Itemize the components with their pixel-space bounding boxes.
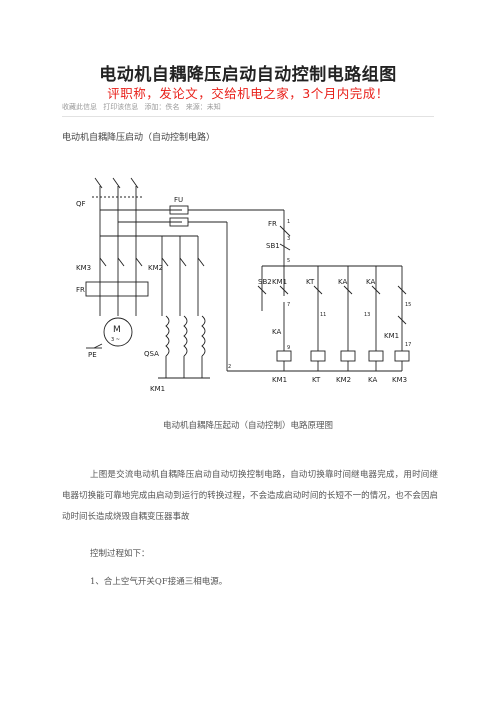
node-3: 3 (287, 236, 290, 242)
coil-label-km3: KM3 (392, 376, 407, 384)
node-17: 17 (405, 342, 411, 348)
label-km2: KM2 (148, 264, 163, 272)
label-fr: FR (76, 286, 85, 294)
diagram-caption: 电动机自耦降压起动（自动控制）电路原理图 (162, 421, 333, 431)
author-info: 添加：佚名 (144, 103, 180, 111)
label-ka-contact-2: KA (366, 278, 375, 286)
label-km1-contact: KM1 (272, 278, 287, 286)
node-1: 1 (287, 219, 290, 225)
process-heading: 控制过程如下： (90, 549, 150, 559)
coil-label-ka: KA (368, 376, 377, 384)
circuit-diagram: QF FU KM3 KM2 FR M 3 ~ PE QSA KM1 FR SB1… (76, 177, 411, 393)
ad-banner-link[interactable]: 评职称，发论文，交给机电之家，3个月内完成！ (107, 86, 389, 101)
favorite-link[interactable]: 收藏此信息 (62, 103, 97, 111)
page-title: 电动机自耦降压启动自动控制电路组图 (99, 65, 397, 85)
label-motor-sub: 3 ~ (111, 337, 120, 343)
coil-label-km1: KM1 (272, 376, 287, 384)
node-15: 15 (405, 302, 411, 308)
label-qf: QF (76, 200, 86, 208)
label-sb2: SB2 (258, 278, 272, 286)
node-13: 13 (364, 312, 370, 318)
node-5: 5 (287, 258, 290, 264)
body-paragraph: 上图是交流电动机自耦降压启动自动切换控制电路，自动切换靠时间继电器完成，用时间继… (62, 470, 438, 522)
divider (62, 116, 434, 117)
coil-label-kt: KT (312, 376, 321, 384)
label-kt-contact: KT (306, 278, 315, 286)
coil-label-km2: KM2 (336, 376, 351, 384)
node-2: 2 (228, 364, 231, 370)
label-fu: FU (174, 196, 183, 204)
source-info: 来源：未知 (185, 103, 221, 111)
print-link[interactable]: 打印该信息 (103, 103, 139, 111)
step-1: 1、合上空气开关QF接通三相电源。 (90, 577, 228, 587)
label-qsa: QSA (144, 350, 159, 358)
label-sb1: SB1 (266, 242, 280, 250)
label-fr-ctrl: FR (268, 220, 277, 228)
node-9: 9 (287, 345, 290, 351)
label-motor: M (113, 325, 121, 335)
node-7: 7 (287, 302, 290, 308)
section-subheading: 电动机自耦降压启动（自动控制电路） (62, 133, 216, 143)
node-11: 11 (320, 312, 326, 318)
label-km1: KM1 (150, 385, 165, 393)
label-ka-contact-1: KA (338, 278, 347, 286)
article-meta: 收藏此信息 打印该信息 添加：佚名 来源：未知 (62, 102, 442, 112)
label-ka-contact-3: KA (272, 328, 281, 336)
label-km3: KM3 (76, 264, 91, 272)
label-km1-contact-2: KM1 (384, 332, 399, 340)
label-pe: PE (88, 351, 97, 359)
